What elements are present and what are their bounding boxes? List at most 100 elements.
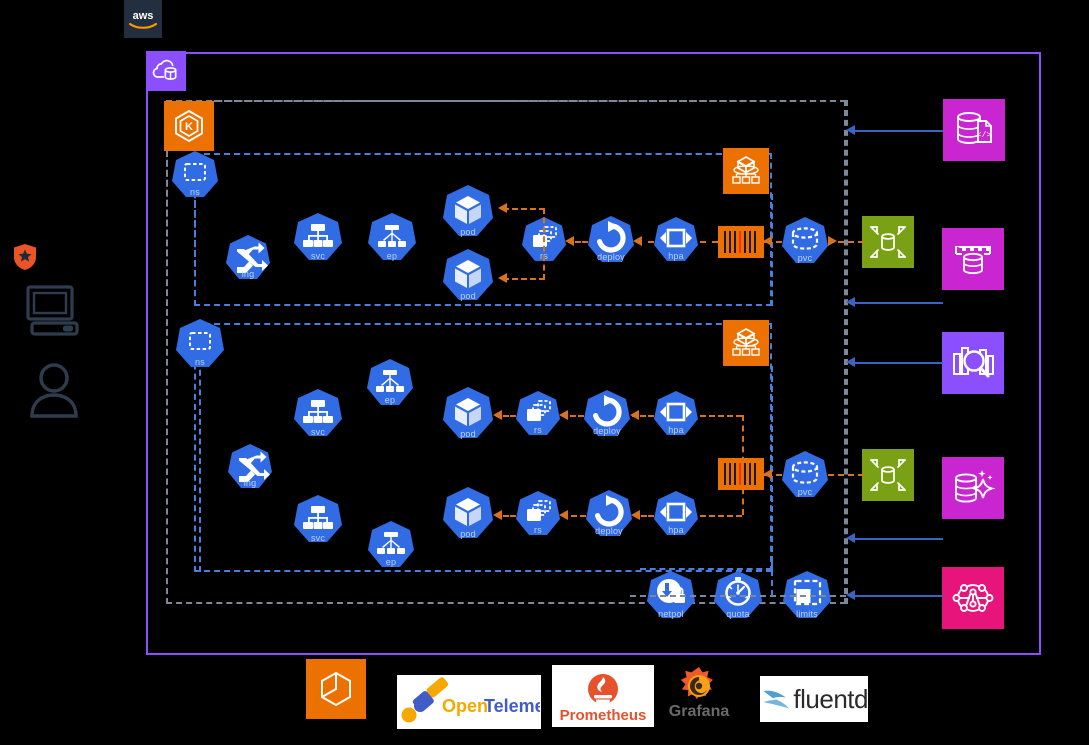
ns1-endpoint-node[interactable]: ep <box>366 212 418 264</box>
resource-quota-node[interactable]: quota <box>712 570 764 622</box>
node-group-1-rail <box>771 194 773 306</box>
analytics-service-icon[interactable] <box>942 332 1004 394</box>
eks-node-group-icon-2[interactable] <box>723 320 769 366</box>
vpc-icon <box>146 51 186 91</box>
policy-top-link <box>640 568 772 570</box>
ns2-hpa-node-1[interactable]: hpa <box>652 390 700 438</box>
ns2-deployment-node-1[interactable]: deploy <box>582 389 632 439</box>
ns1-connector <box>194 190 196 306</box>
ns1-pod-node-2[interactable]: pod <box>440 248 496 304</box>
ns1-rs-to-pod1-link <box>503 208 545 210</box>
ns1-deployment-node[interactable]: deploy <box>586 215 636 265</box>
svg-text:Telemetry: Telemetry <box>484 696 540 716</box>
svg-text:aws: aws <box>133 10 154 22</box>
ns2-endpoint-node-1[interactable]: ep <box>365 358 415 408</box>
ns2-pod-node-2[interactable]: pod <box>440 486 496 542</box>
node-group-2-rail <box>771 366 773 572</box>
ns2-connector <box>199 360 201 572</box>
svg-text:</>: </> <box>977 131 992 140</box>
ns1-pvc-node[interactable]: pvc <box>780 216 830 266</box>
svg-text:K: K <box>185 121 193 133</box>
ns1-pod2-arrow <box>498 273 507 283</box>
ns1-pv-arrow <box>763 236 772 246</box>
ns2-endpoint-node-2[interactable]: ep <box>366 520 416 570</box>
ns2-service-node-1[interactable]: svc <box>292 388 344 440</box>
ns2-hpa1-deploy-arrow <box>630 410 639 420</box>
policy-quota-rail <box>771 560 773 596</box>
cluster-top-edge <box>214 100 846 102</box>
namespace-2-node[interactable]: ns <box>174 318 226 370</box>
vpc-boundary <box>146 52 1041 655</box>
ns2-hpa2-deploy-arrow <box>631 510 640 520</box>
ns2-deploy1-rs-arrow <box>559 410 568 420</box>
ns1-rs-branch-vertical <box>543 208 545 280</box>
prometheus-logo[interactable]: Prometheus <box>552 665 654 727</box>
ns2-deploy2-to-hpa2-link <box>634 515 654 517</box>
ns2-pod2-rs2-link <box>496 515 516 517</box>
prometheus-label: Prometheus <box>559 706 647 724</box>
ns1-hpa-node[interactable]: hpa <box>652 216 700 264</box>
ns1-pod1-arrow <box>498 203 507 213</box>
elasticache-arrow <box>846 533 855 543</box>
namespace-1-top-edge <box>214 153 772 155</box>
ns2-pod-node-1[interactable]: pod <box>440 386 496 442</box>
neptune-link <box>855 595 943 597</box>
ns2-replicaset-node-1[interactable]: rs <box>514 390 562 438</box>
eks-icon: K <box>164 101 214 151</box>
ns2-rs2-to-deploy2-link <box>562 515 586 517</box>
ns2-pv-rail-vertical <box>742 415 744 515</box>
svg-text:Open: Open <box>442 696 488 716</box>
fluentd-label: fluentd <box>793 683 868 714</box>
ns1-hpa-to-pv-link <box>700 241 718 243</box>
ns1-pod-node-1[interactable]: pod <box>440 184 496 240</box>
ns2-pv-to-pvc-link <box>764 474 782 476</box>
elastic-block-store-icon-2[interactable] <box>862 449 914 501</box>
ns2-pod1-rs1-link <box>496 415 516 417</box>
ns1-ebs-arrow <box>828 236 837 246</box>
ns2-deploy1-to-hpa1-link <box>632 415 654 417</box>
analytics-link <box>855 362 943 364</box>
workstation-icon <box>25 285 81 337</box>
ns1-rs-to-deploy-link <box>568 241 588 243</box>
fluentd-logo[interactable]: fluentd <box>760 676 868 722</box>
ns1-deploy-to-hpa-link <box>636 241 654 243</box>
rds-link <box>855 302 943 304</box>
documentdb-link <box>855 130 943 132</box>
ns2-ingress-node[interactable]: ing <box>226 443 274 491</box>
ns2-replicaset-node-2[interactable]: rs <box>514 490 562 538</box>
persistent-volume-icon-1[interactable] <box>718 226 764 258</box>
rds-service-icon[interactable] <box>942 228 1004 290</box>
neptune-arrow <box>846 590 855 600</box>
opentelemetry-logo[interactable]: Open Telemetry OpenTelemetry <box>397 675 541 729</box>
ns2-service-node-2[interactable]: svc <box>292 494 344 546</box>
ns2-pvc-to-ebs-link <box>828 474 864 476</box>
policy-row-link <box>630 595 846 597</box>
ns2-hpa1-to-rail <box>700 415 742 417</box>
ns2-rs1-to-deploy1-link <box>562 415 584 417</box>
namespace-1-node[interactable]: ns <box>170 150 220 200</box>
cluster-inner-left-rail <box>166 151 168 604</box>
grafana-label: Grafana <box>668 703 730 720</box>
rds-arrow <box>846 297 855 307</box>
adot-logo[interactable] <box>306 659 366 719</box>
ns1-rs-to-pod2-link <box>503 278 545 280</box>
ns2-pod2-arrow <box>493 510 502 520</box>
elasticache-link <box>855 538 943 540</box>
documentdb-service-icon[interactable]: </> <box>943 99 1005 161</box>
auth-provider-icon <box>12 243 38 271</box>
ns2-pv-arrow <box>763 469 772 479</box>
ns2-hpa-node-2[interactable]: hpa <box>652 490 700 538</box>
grafana-logo[interactable]: Grafana <box>664 663 734 725</box>
elastic-block-store-icon-1[interactable] <box>862 216 914 268</box>
ns1-hpa-deploy-arrow <box>633 236 642 246</box>
eks-node-group-icon-1[interactable] <box>723 148 769 194</box>
ns1-ingress-node[interactable]: ing <box>224 234 272 282</box>
persistent-volume-icon-2[interactable] <box>718 458 764 490</box>
ns2-deployment-node-2[interactable]: deploy <box>584 489 634 539</box>
neptune-service-icon[interactable] <box>942 567 1004 629</box>
ns1-service-node[interactable]: svc <box>292 212 344 264</box>
elasticache-service-icon[interactable] <box>942 457 1004 519</box>
ns2-pvc-node[interactable]: pvc <box>780 450 830 500</box>
ns2-deploy2-rs-arrow <box>559 510 568 520</box>
